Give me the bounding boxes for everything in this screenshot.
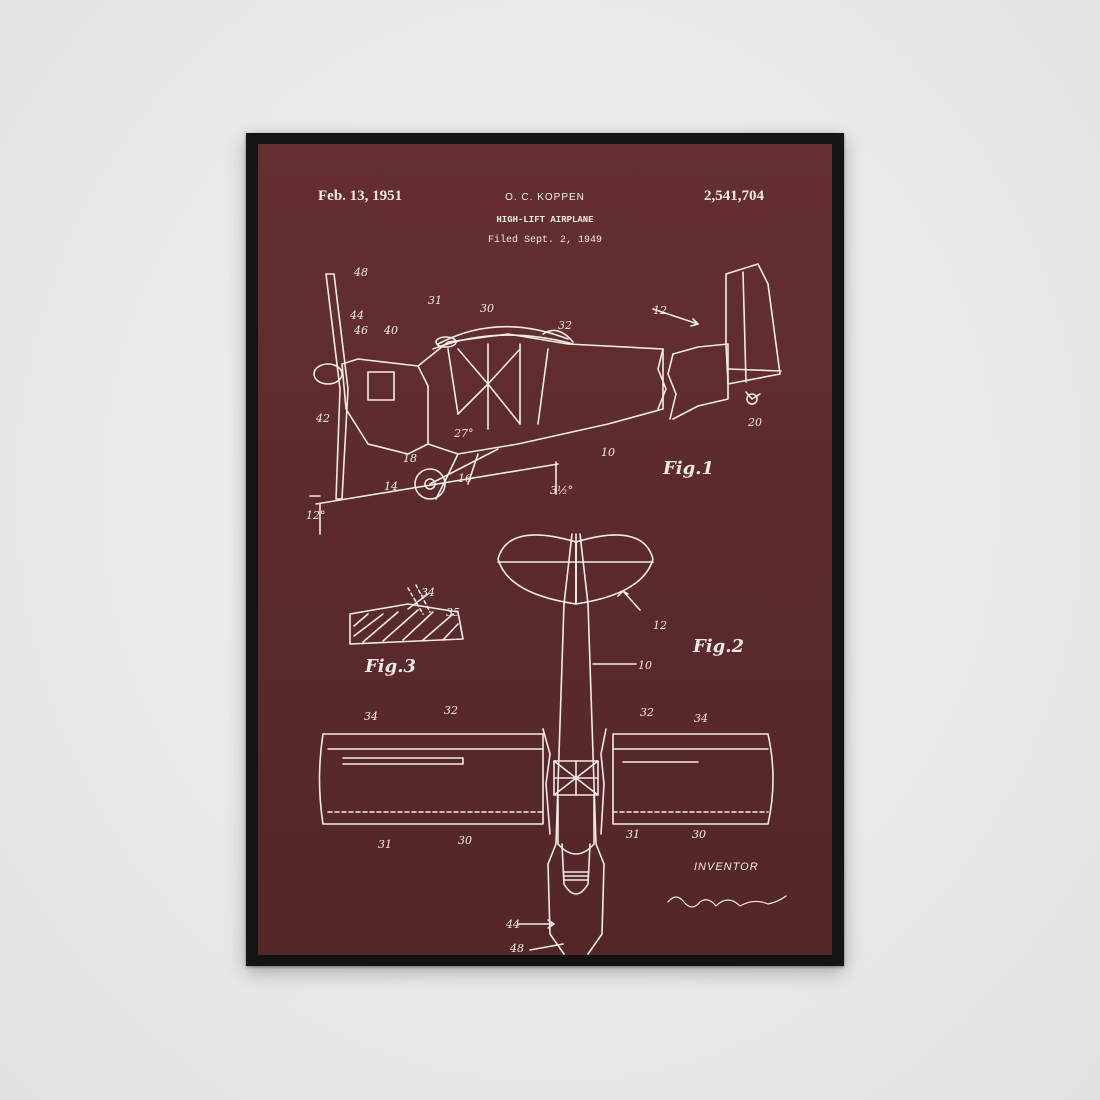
fig3-label: Fig.3 xyxy=(364,656,416,677)
fuselage-top-right xyxy=(579,533,605,955)
ref-32: 32 xyxy=(558,319,572,332)
ref-fig3-34: 34 xyxy=(421,586,435,599)
ref-12: 12 xyxy=(653,304,667,317)
fuselage-top-left xyxy=(547,533,573,955)
stabilizer-right xyxy=(575,534,654,605)
ref-arrow-48 xyxy=(529,943,564,951)
ref-arrow-12-fig2 xyxy=(622,590,641,611)
patent-drawing: Fig.1 Fig.2 Fig.3 48 44 46 40 31 30 32 1… xyxy=(306,263,787,955)
engine-top xyxy=(557,794,595,855)
main-wheel xyxy=(414,468,446,500)
cabin-struts xyxy=(457,348,521,425)
ref-46: 46 xyxy=(353,324,368,337)
ref-31: 31 xyxy=(428,294,442,307)
patent-number: 2,541,704 xyxy=(704,188,764,204)
cabin-frame xyxy=(447,343,549,430)
airfoil-section xyxy=(349,603,464,645)
patent-inventor: O. C. KOPPEN xyxy=(505,192,585,203)
spinner xyxy=(313,363,343,385)
ground-line xyxy=(315,463,559,505)
ref-arrow-34-fig3 xyxy=(407,593,429,610)
ref-27: 27° xyxy=(453,427,474,440)
ref-fig3-35: 35 xyxy=(446,606,460,619)
ref-fig2-32-left: 32 xyxy=(444,704,458,717)
fig1-label: Fig.1 xyxy=(662,458,714,479)
inventor-label: INVENTOR xyxy=(694,861,759,873)
ref-fig2-48: 48 xyxy=(509,942,524,955)
ref-12-deg: 12° xyxy=(306,509,326,522)
ref-fig2-32-right: 32 xyxy=(640,706,654,719)
engine-cowl xyxy=(341,358,429,455)
stabilizer-left xyxy=(497,534,577,605)
ref-42: 42 xyxy=(315,412,330,425)
ref-fig2-34-right: 34 xyxy=(694,712,708,725)
ref-16: 16 xyxy=(458,472,472,485)
ref-48: 48 xyxy=(353,266,368,279)
fig2-label: Fig.2 xyxy=(692,636,744,657)
picture-frame: Feb. 13, 1951 O. C. KOPPEN 2,541,704 HIG… xyxy=(246,133,844,966)
wing-left xyxy=(318,733,544,825)
ref-fig2-44: 44 xyxy=(505,918,520,931)
ref-14: 14 xyxy=(384,480,398,493)
ref-18: 18 xyxy=(403,452,417,465)
ref-44: 44 xyxy=(349,309,364,322)
ref-fig2-30-left: 30 xyxy=(458,834,472,847)
ref-fig2-34-left: 34 xyxy=(364,710,378,723)
ref-20: 20 xyxy=(747,416,762,429)
wing-right xyxy=(612,733,774,825)
patent-poster: Feb. 13, 1951 O. C. KOPPEN 2,541,704 HIG… xyxy=(258,144,832,955)
patent-title: HIGH-LIFT AIRPLANE xyxy=(496,215,594,225)
fig3-airfoil-section xyxy=(349,584,464,645)
ref-fig2-10: 10 xyxy=(638,659,652,672)
ref-40: 40 xyxy=(383,324,398,337)
ref-30: 30 xyxy=(480,302,494,315)
fig1-side-view xyxy=(309,263,782,535)
patent-filed: Filed Sept. 2, 1949 xyxy=(487,235,603,246)
ref-10: 10 xyxy=(601,446,615,459)
ref-fig2-31-right: 31 xyxy=(626,828,640,841)
fig2-top-view xyxy=(318,533,774,955)
signature xyxy=(667,895,787,908)
cowl-panel xyxy=(367,371,395,401)
flap xyxy=(542,329,574,343)
ref-arrow-12 xyxy=(652,308,699,325)
patent-date: Feb. 13, 1951 xyxy=(318,188,403,204)
ref-fig2-12: 12 xyxy=(653,619,667,632)
ref-fig2-30-right: 30 xyxy=(692,828,706,841)
ref-fig2-31-left: 31 xyxy=(378,838,392,851)
tail-fin xyxy=(725,263,781,385)
ref-3-5-deg: 3½° xyxy=(550,484,573,497)
